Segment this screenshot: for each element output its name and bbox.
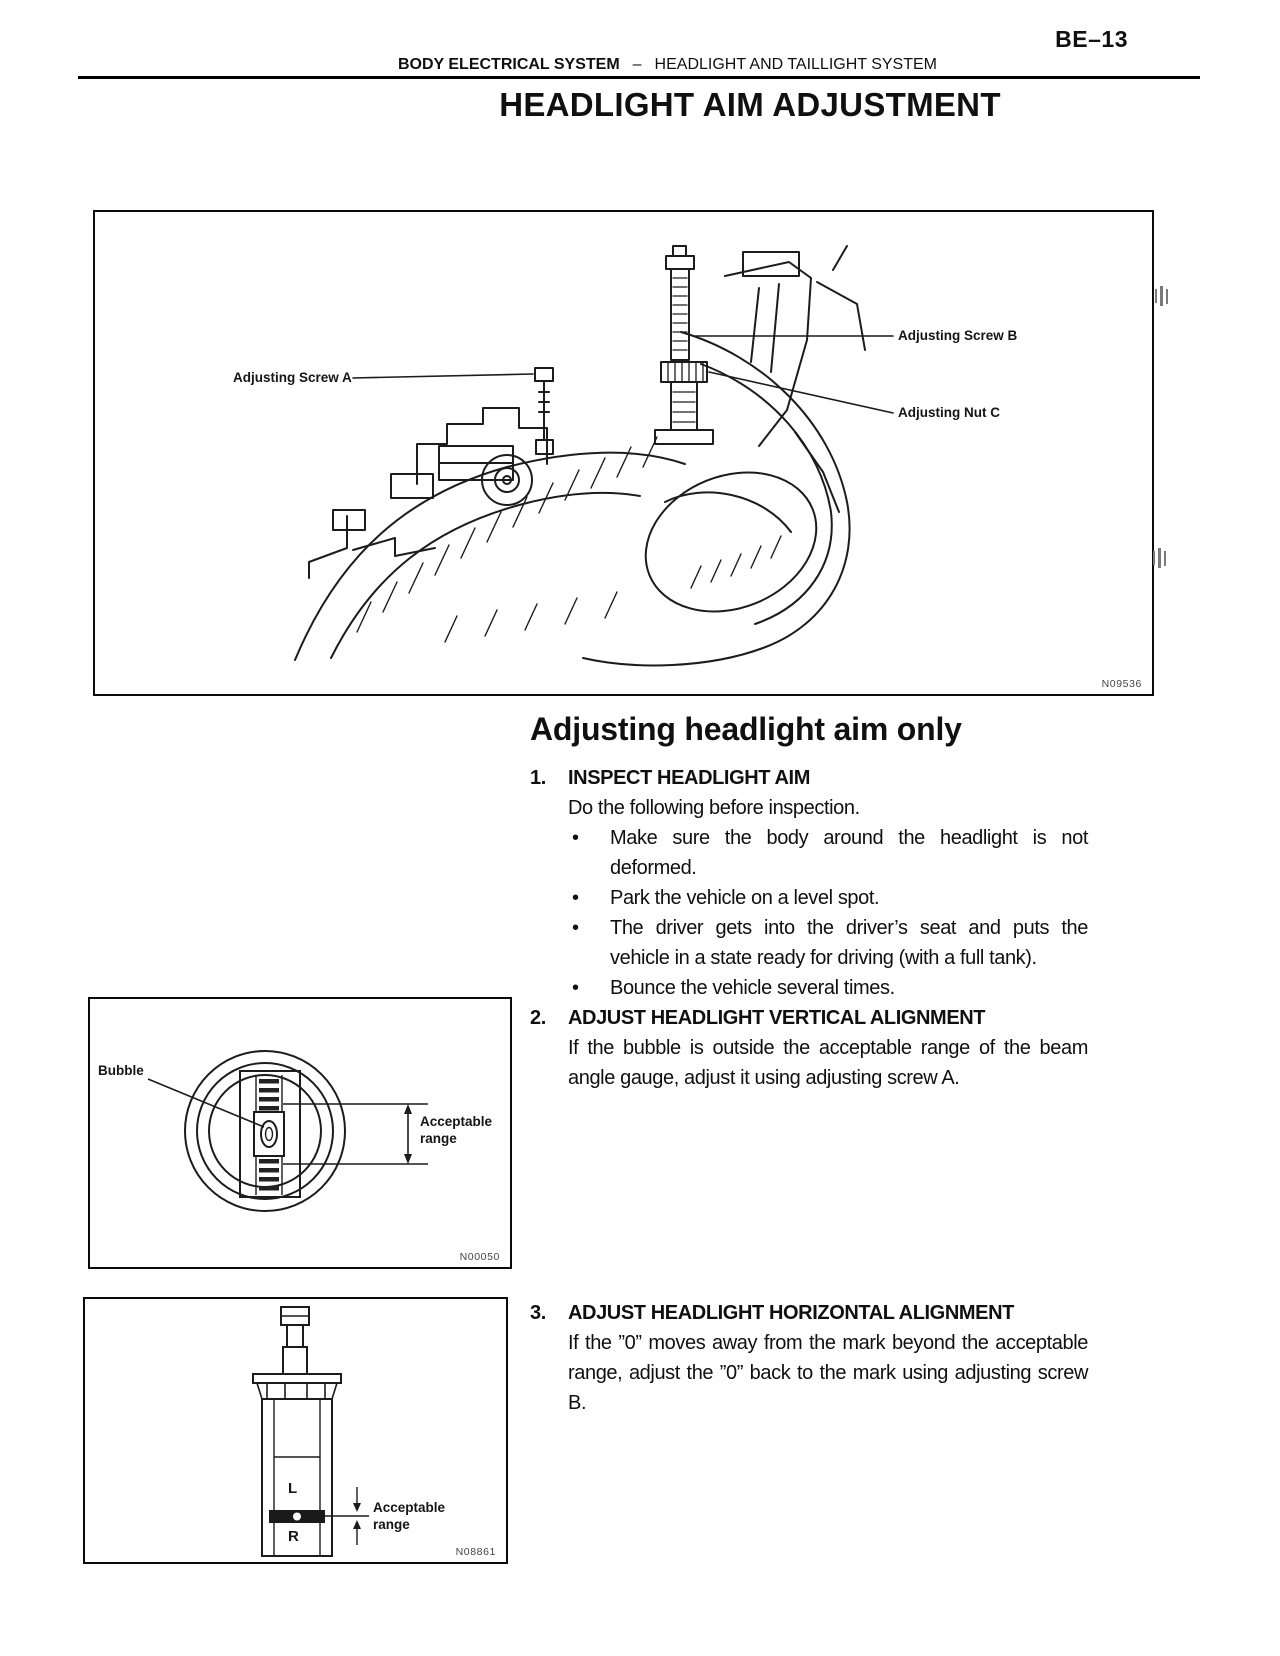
callout-adjusting-nut-c: Adjusting Nut C — [898, 405, 1000, 420]
step-number: 3. — [530, 1302, 546, 1324]
bullet-item: • The driver gets into the driver’s seat… — [568, 913, 1088, 973]
binding-mark — [1153, 548, 1166, 568]
figure-code: N00050 — [459, 1251, 500, 1263]
headlight-assembly-drawing — [95, 212, 1152, 694]
breadcrumb: BODY ELECTRICAL SYSTEM–HEADLIGHT AND TAI… — [0, 56, 1280, 74]
breadcrumb-subsection: HEADLIGHT AND TAILLIGHT SYSTEM — [654, 56, 937, 73]
figure-code: N09536 — [1101, 678, 1142, 690]
gauge-mark-l: L — [288, 1480, 298, 1497]
breadcrumb-separator: – — [632, 56, 642, 73]
step-body: If the ”0” moves away from the mark beyo… — [568, 1332, 1088, 1414]
figure-beam-angle-gauge: Bubble Acceptable range N00050 — [88, 997, 512, 1269]
bubble-gauge-drawing — [90, 999, 510, 1267]
horizontal-gauge-drawing — [85, 1299, 506, 1562]
page-title: HEADLIGHT AIM ADJUSTMENT — [499, 86, 1001, 123]
callout-bubble: Bubble — [98, 1063, 144, 1078]
callout-acceptable-range: Acceptable range — [373, 1500, 446, 1532]
bullet-text: Park the vehicle on a level spot. — [610, 887, 880, 909]
figure-headlight-assembly: Adjusting Screw A Adjusting Screw B Adju… — [93, 210, 1154, 696]
step-number: 2. — [530, 1007, 546, 1029]
callout-adjusting-screw-a: Adjusting Screw A — [233, 370, 352, 385]
callout-acceptable-range: Acceptable range — [420, 1114, 493, 1146]
bullet-icon: • — [572, 887, 579, 909]
bullet-icon: • — [572, 827, 579, 849]
bullet-item: • Bounce the vehicle several times. — [568, 973, 1088, 1003]
bullet-item: • Park the vehicle on a level spot. — [568, 883, 1088, 913]
header-rule — [78, 76, 1200, 79]
figure-horizontal-gauge: L R Acceptable range N08861 — [83, 1297, 508, 1564]
step-1: 1. INSPECT HEADLIGHT AIM Do the followin… — [530, 763, 1088, 1003]
step-2: 2. ADJUST HEADLIGHT VERTICAL ALIGNMENT I… — [530, 1003, 1088, 1093]
figure-code: N08861 — [455, 1546, 496, 1558]
gauge-mark-r: R — [288, 1528, 299, 1545]
step-title: ADJUST HEADLIGHT HORIZONTAL ALIGNMENT — [568, 1302, 1014, 1324]
bullet-icon: • — [572, 977, 579, 999]
step-body: If the bubble is outside the acceptable … — [568, 1037, 1088, 1089]
step-number: 1. — [530, 767, 546, 789]
breadcrumb-section: BODY ELECTRICAL SYSTEM — [397, 56, 620, 73]
bullet-item: • Make sure the body around the headligh… — [568, 823, 1088, 883]
bullet-text: Bounce the vehicle several times. — [610, 977, 895, 999]
binding-mark — [1155, 286, 1168, 306]
bullet-icon: • — [572, 917, 579, 939]
step-3: 3. ADJUST HEADLIGHT HORIZONTAL ALIGNMENT… — [530, 1298, 1088, 1418]
bullet-text: The driver gets into the driver’s seat a… — [610, 917, 1088, 969]
callout-adjusting-screw-b: Adjusting Screw B — [898, 328, 1018, 343]
instruction-column: Adjusting headlight aim only 1. INSPECT … — [530, 710, 1088, 1418]
step-title: INSPECT HEADLIGHT AIM — [568, 767, 810, 789]
section-heading: Adjusting headlight aim only — [530, 711, 962, 747]
page-number: BE–13 — [1055, 26, 1128, 52]
step-title: ADJUST HEADLIGHT VERTICAL ALIGNMENT — [568, 1007, 986, 1029]
step-intro: Do the following before inspection. — [568, 797, 860, 819]
bullet-text: Make sure the body around the headlight … — [610, 827, 1088, 879]
